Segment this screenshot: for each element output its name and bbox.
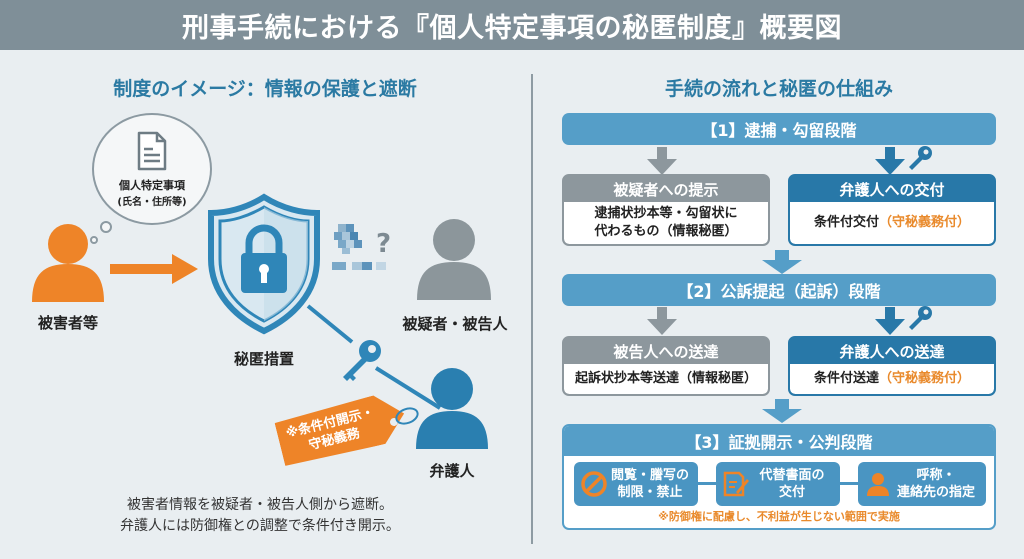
stage1-bar: 【1】逮捕・勾留段階 (562, 113, 996, 145)
stage3-bar: 【3】証拠開示・公判段階 (564, 426, 994, 456)
box-main: 条件付送達 (813, 371, 879, 386)
lawyer-person-icon (416, 368, 488, 449)
thought-bubble: 個人特定事項 (氏名・住所等) (92, 113, 212, 225)
arrow-down-icon (762, 250, 802, 274)
item-text: 呼称・ 連絡先の指定 (892, 467, 980, 501)
victim-person-icon (32, 224, 104, 302)
box-line1: 起訴状抄本等送達（情報秘匿） (574, 371, 757, 386)
arrow-down-blue-icon (875, 147, 905, 175)
box-note: （守秘義務付） (879, 371, 971, 386)
box-line1: 逮捕状抄本等・勾留状に (594, 206, 738, 221)
shield-lock-icon (208, 193, 320, 335)
caption-line1: 被害者情報を被疑者・被告人側から遮断。 (127, 497, 393, 513)
key-icon (909, 146, 932, 170)
lawyer-service-box: 弁護人への送達 条件付送達 （守秘義務付） (788, 336, 996, 396)
connector (694, 482, 724, 485)
box-main: 条件付交付 (813, 215, 879, 230)
left-caption: 被害者情報を被疑者・被告人側から遮断。 弁護人には防御権との調整で条件付き開示。 (60, 495, 460, 537)
arrow-down-gray-icon (647, 147, 677, 175)
lawyer-delivery-box: 弁護人への交付 条件付交付 （守秘義務付） (788, 174, 996, 246)
right-section-title: 手続の流れと秘匿の仕組み (664, 78, 893, 100)
box-body: 条件付交付 （守秘義務付） (790, 202, 994, 244)
left-section-title: 制度のイメージ：情報の保護と遮断 (113, 78, 417, 100)
box-line2: 代わるもの（情報秘匿） (594, 224, 738, 239)
box-body: 条件付送達 （守秘義務付） (790, 364, 994, 394)
box-body: 起訴状抄本等送達（情報秘匿） (564, 364, 768, 394)
arrow-down-icon (762, 399, 802, 423)
key-icon (909, 306, 932, 330)
document-icon (137, 131, 167, 170)
key-icon (343, 340, 381, 381)
victim-label: 被害者等 (37, 314, 98, 332)
arrow-down-blue-icon (875, 307, 905, 335)
item-text: 代替書面の 交付 (750, 467, 834, 501)
suspect-person-icon (417, 219, 491, 300)
box-head: 弁護人への交付 (839, 180, 945, 199)
item-line1: 呼称・ (916, 468, 956, 483)
item-line1: 代替書面の (759, 468, 825, 483)
bubble-tail-small (90, 236, 98, 244)
item-text: 閲覧・謄写の 制限・禁止 (608, 467, 692, 501)
connector (834, 482, 864, 485)
stage3-panel: 【3】証拠開示・公判段階 閲覧・謄写の 制限・禁止 代替書面の 交付 呼称 (562, 424, 996, 530)
bubble-line1: 個人特定事項 (119, 178, 185, 192)
arrow-down-gray-icon (647, 307, 677, 335)
shield-label: 秘匿措置 (233, 350, 294, 368)
page-title: 刑事手続における『個人特定事項の秘匿制度』概要図 (182, 12, 842, 44)
item-line1: 閲覧・謄写の (610, 468, 689, 483)
substitute-document-item: 代替書面の 交付 (716, 462, 840, 506)
document-edit-icon (723, 471, 749, 497)
box-head: 被疑者への提示 (613, 180, 719, 199)
stage3-note: ※防御権に配慮し、不利益が生じない範囲で実施 (658, 510, 900, 523)
defendant-service-box: 被告人への送達 起訴状抄本等送達（情報秘匿） (562, 336, 770, 396)
divider (531, 74, 533, 544)
box-head: 弁護人への送達 (839, 342, 945, 361)
pixelated-identity-icon: ? (332, 224, 391, 270)
arrow-right-icon (110, 254, 198, 284)
box-body: 逮捕状抄本等・勾留状に 代わるもの（情報秘匿） (564, 202, 768, 244)
svg-text:?: ? (376, 229, 391, 259)
connection-line (306, 304, 442, 410)
prohibited-icon (581, 471, 607, 497)
bubble-tail (100, 221, 112, 233)
box-head: 被告人への送達 (613, 342, 719, 361)
box-note: （守秘義務付） (879, 215, 971, 230)
item-line2: 交付 (778, 485, 805, 500)
restriction-item: 閲覧・謄写の 制限・禁止 (574, 462, 698, 506)
item-line2: 連絡先の指定 (896, 485, 975, 500)
title-bar: 刑事手続における『個人特定事項の秘匿制度』概要図 (0, 0, 1024, 50)
bubble-line2: (氏名・住所等) (117, 196, 187, 208)
alias-contact-item: 呼称・ 連絡先の指定 (858, 462, 986, 506)
tag-string (395, 407, 419, 425)
stage2-bar: 【2】公訴提起（起訴）段階 (562, 274, 996, 306)
caption-line2: 弁護人には防御権との調整で条件付き開示。 (120, 518, 400, 534)
item-line2: 制限・禁止 (617, 485, 683, 500)
suspect-presentation-box: 被疑者への提示 逮捕状抄本等・勾留状に 代わるもの（情報秘匿） (562, 174, 770, 246)
suspect-label: 被疑者・被告人 (402, 315, 508, 333)
lawyer-label: 弁護人 (429, 462, 475, 480)
person-icon (867, 473, 889, 496)
